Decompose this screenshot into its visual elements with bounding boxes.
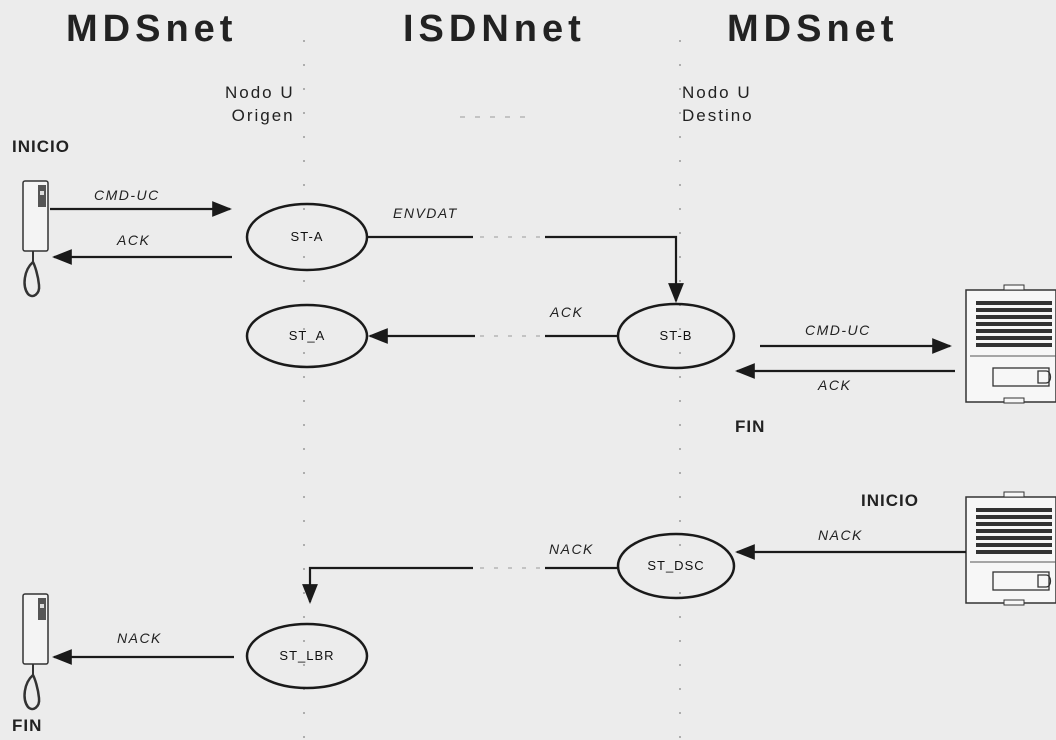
phone-handset-icon xyxy=(23,181,48,296)
state-label-st-a: ST-A xyxy=(267,229,347,244)
message-ack-left: ACK xyxy=(117,232,150,248)
state-label-st-lbr: ST_LBR xyxy=(267,648,347,663)
message-cmd-uc-right: CMD-UC xyxy=(805,322,871,338)
node-destination-line1: Nodo U xyxy=(682,81,754,104)
event-end-top: FIN xyxy=(735,417,765,437)
event-start-top: INICIO xyxy=(12,137,70,157)
message-nack-left: NACK xyxy=(117,630,162,646)
intercom-panel-icon xyxy=(966,492,1056,605)
event-start-bottom: INICIO xyxy=(861,491,919,511)
arrow-nack-middle xyxy=(310,568,473,602)
state-label-st-b: ST-B xyxy=(636,328,716,343)
network-label-left: MDSnet xyxy=(66,8,237,51)
message-cmd-uc-left: CMD-UC xyxy=(94,187,160,203)
message-nack-right: NACK xyxy=(818,527,863,543)
node-origin-line1: Nodo U xyxy=(225,81,295,104)
node-destination-label: Nodo U Destino xyxy=(682,81,754,127)
phone-handset-icon xyxy=(23,594,48,709)
state-label-st-a-2: ST_A xyxy=(267,328,347,343)
state-label-st-dsc: ST_DSC xyxy=(636,558,716,573)
node-origin-line2: Origen xyxy=(225,104,295,127)
arrow-envdat xyxy=(545,237,676,301)
message-nack-middle: NACK xyxy=(549,541,594,557)
intercom-panel-icon xyxy=(966,285,1056,403)
message-envdat: ENVDAT xyxy=(393,205,458,221)
node-destination-line2: Destino xyxy=(682,104,754,127)
network-label-right: MDSnet xyxy=(727,8,898,51)
network-label-middle: ISDNnet xyxy=(403,8,586,51)
node-origin-label: Nodo U Origen xyxy=(225,81,295,127)
message-ack-middle: ACK xyxy=(550,304,583,320)
event-end-bottom: FIN xyxy=(12,716,42,736)
message-ack-right: ACK xyxy=(818,377,851,393)
